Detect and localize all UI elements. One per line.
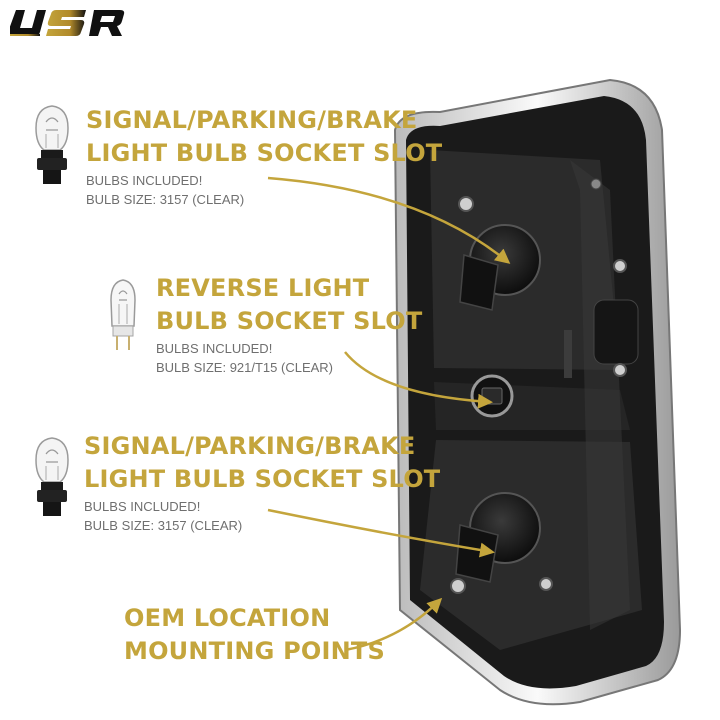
callout-title-line2: LIGHT BULB SOCKET SLOT [84,465,441,493]
callout-note: BULBS INCLUDED! [156,341,273,356]
arrow-upper-socket [267,176,511,264]
callout-note: BULBS INCLUDED! [86,173,203,188]
callout-upper-brake-socket: SIGNAL/PARKING/BRAKE LIGHT BULB SOCKET S… [86,104,442,209]
callout-title-line2: LIGHT BULB SOCKET SLOT [86,139,443,167]
callout-reverse-socket: REVERSE LIGHT BULB SOCKET SLOT BULBS INC… [156,272,422,377]
callout-title-line1: OEM LOCATION [124,604,331,632]
bulb-921-icon [108,278,138,352]
arrow-reverse-socket [344,351,493,409]
callout-bulb-size: BULB SIZE: 3157 (CLEAR) [86,192,245,207]
tail-light-housing [380,70,720,720]
callout-title-line2: MOUNTING POINTS [124,637,385,665]
bulb-3157-icon [34,436,70,520]
arrow-mounting-points [344,597,443,652]
callout-bulb-size: BULB SIZE: 3157 (CLEAR) [84,518,243,533]
callout-bulb-size: BULB SIZE: 921/T15 (CLEAR) [156,360,334,375]
callout-title-line1: REVERSE LIGHT [156,274,370,302]
callout-note: BULBS INCLUDED! [84,499,201,514]
bulb-3157-icon [34,104,70,188]
callout-title-line1: SIGNAL/PARKING/BRAKE [86,106,418,134]
callout-lower-brake-socket: SIGNAL/PARKING/BRAKE LIGHT BULB SOCKET S… [84,430,440,535]
callout-title-line2: BULB SOCKET SLOT [156,307,423,335]
callout-mounting-points: OEM LOCATION MOUNTING POINTS [124,602,385,668]
brand-logo [10,8,126,38]
callout-title-line1: SIGNAL/PARKING/BRAKE [84,432,416,460]
arrow-lower-socket [267,508,495,558]
